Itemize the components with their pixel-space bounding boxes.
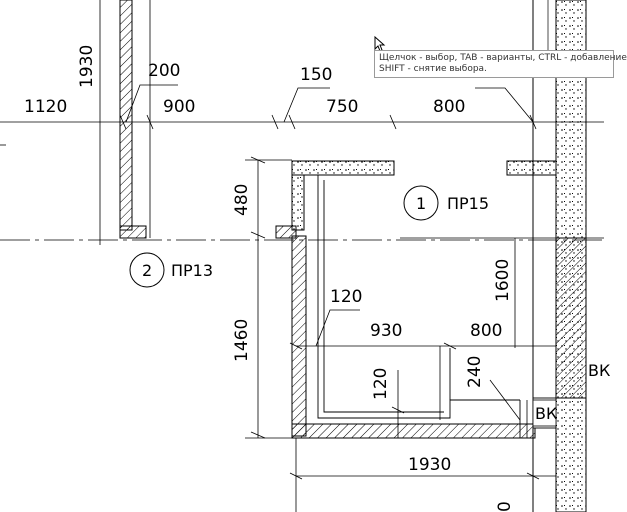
wall-left-upper[interactable] [119,0,147,239]
dim-150[interactable]: 150 [300,65,332,85]
room-tag-2[interactable]: 2 ПР13 [129,252,213,288]
room-tag-1[interactable]: 1 ПР15 [403,185,489,221]
dim-480[interactable]: 480 [232,184,252,216]
dim-900[interactable]: 900 [163,97,195,117]
tooltip-line-1: Щелчок - выбор, TAB - варианты, CTRL - д… [379,53,627,63]
wall-top-partition[interactable] [291,160,557,231]
dim-120-b[interactable]: 120 [371,368,391,400]
tooltip-line-2: SHIFT - снятие выбора. [379,64,487,74]
wall-right[interactable] [532,0,587,512]
wall-room-left[interactable] [275,225,536,439]
dimension-lines [0,0,604,512]
dim-0[interactable]: 0 [495,501,515,512]
dim-200[interactable]: 200 [148,61,180,81]
room-name-2: ПР13 [171,261,213,280]
selection-tooltip: Щелчок - выбор, TAB - варианты, CTRL - д… [374,50,627,78]
room-name-1: ПР15 [447,194,489,213]
vk-label-1[interactable]: ВК [535,404,558,423]
dim-1600[interactable]: 1600 [493,259,513,302]
dim-800-top[interactable]: 800 [433,97,465,117]
room-number-1: 1 [416,194,426,213]
room-number-2: 2 [142,261,152,280]
dim-750[interactable]: 750 [326,97,358,117]
dim-1930-bottom[interactable]: 1930 [408,455,451,475]
vk-box [532,399,557,427]
vk-label-2[interactable]: ВК [588,361,611,380]
dim-800-mid[interactable]: 800 [470,321,502,341]
dim-120-a[interactable]: 120 [330,287,362,307]
floor-plan-canvas[interactable]: 1930 200 150 1120 900 750 800 480 1600 1… [0,0,611,512]
dim-1930-top[interactable]: 1930 [77,45,97,88]
dim-930[interactable]: 930 [370,321,402,341]
dim-1120[interactable]: 1120 [24,97,67,117]
dim-1460[interactable]: 1460 [232,319,252,362]
dim-240[interactable]: 240 [465,356,485,388]
